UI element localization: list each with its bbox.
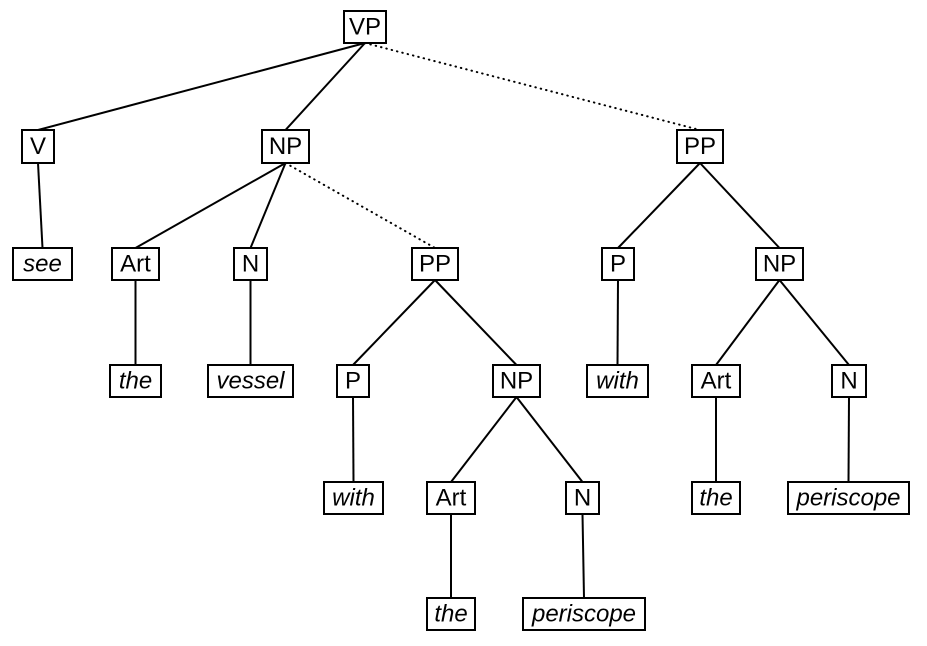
tree-edge-vp-to-v [37, 42, 366, 131]
node-label-n-right: N [840, 367, 857, 394]
node-box-the-right [691, 481, 741, 515]
tree-edge-np-to-art [715, 279, 781, 366]
tree-edge-n-to-periscope [847, 396, 850, 483]
tree-node-the-right[interactable]: the [691, 481, 741, 515]
node-label-art-right: Art [701, 367, 732, 394]
tree-edge-vp-to-pp [364, 42, 701, 131]
tree-node-art-mid[interactable]: Art [426, 481, 476, 515]
tree-node-n-mid[interactable]: N [565, 481, 600, 515]
node-box-pp-mid [411, 247, 459, 281]
tree-edge-pp-to-p [352, 279, 436, 366]
tree-node-np-right[interactable]: NP [755, 247, 804, 281]
node-box-n-right [831, 364, 867, 398]
tree-node-n1[interactable]: N [233, 247, 268, 281]
node-box-np1 [261, 129, 310, 164]
node-label-v: V [30, 133, 46, 160]
node-box-vessel [207, 364, 294, 398]
tree-node-with-mid[interactable]: with [323, 481, 384, 515]
node-box-np-right [755, 247, 804, 281]
node-box-pp-right [676, 129, 724, 164]
tree-node-np-mid[interactable]: NP [492, 364, 541, 398]
node-box-art-mid [426, 481, 476, 515]
tree-node-pp-mid[interactable]: PP [411, 247, 459, 281]
node-box-the1 [109, 364, 162, 398]
tree-node-the-mid[interactable]: the [426, 597, 476, 631]
edge-layer [37, 42, 850, 599]
node-label-p-right: P [610, 250, 626, 277]
node-label-np1: NP [269, 133, 302, 160]
node-label-the-mid: the [434, 600, 467, 627]
tree-node-p-mid[interactable]: P [336, 364, 370, 398]
node-box-art1 [111, 247, 160, 281]
tree-edge-np-to-pp [284, 162, 436, 249]
node-label-vp: VP [349, 13, 381, 40]
tree-node-with-right[interactable]: with [586, 364, 649, 398]
tree-edge-v-to-see [37, 162, 44, 249]
node-box-n-mid [565, 481, 600, 515]
tree-node-see[interactable]: see [12, 247, 73, 281]
node-label-p-mid: P [345, 367, 361, 394]
tree-edge-vp-to-np [284, 42, 366, 131]
node-box-np-mid [492, 364, 541, 398]
node-box-the-mid [426, 597, 476, 631]
node-box-p-right [601, 247, 635, 281]
node-label-art1: Art [120, 250, 151, 277]
tree-node-peri-mid[interactable]: periscope [522, 597, 646, 631]
tree-edge-p-to-with [352, 396, 355, 483]
tree-edge-np-to-n [778, 279, 850, 366]
node-box-see [12, 247, 73, 281]
node-label-n1: N [242, 250, 259, 277]
node-label-np-mid: NP [500, 367, 533, 394]
tree-node-p-right[interactable]: P [601, 247, 635, 281]
tree-edge-p-to-with [616, 279, 619, 366]
tree-node-v[interactable]: V [21, 129, 55, 164]
tree-node-vp[interactable]: VP [343, 10, 387, 44]
node-label-pp-right: PP [684, 133, 716, 160]
node-box-with-mid [323, 481, 384, 515]
tree-node-the1[interactable]: the [109, 364, 162, 398]
node-box-peri-right [787, 481, 910, 515]
node-box-vp [343, 10, 387, 44]
node-label-with-right: with [596, 367, 639, 394]
tree-node-vessel[interactable]: vessel [207, 364, 294, 398]
tree-edge-pp-to-np [699, 162, 781, 249]
node-label-peri-right: periscope [795, 484, 900, 511]
tree-edge-pp-to-p [617, 162, 701, 249]
tree-edge-np-to-n [249, 162, 287, 249]
node-label-the1: the [119, 367, 152, 394]
node-label-np-right: NP [763, 250, 796, 277]
node-label-art-mid: Art [436, 484, 467, 511]
node-box-art-right [691, 364, 741, 398]
tree-edge-pp-to-np [434, 279, 518, 366]
tree-node-art-right[interactable]: Art [691, 364, 741, 398]
tree-node-pp-right[interactable]: PP [676, 129, 724, 164]
tree-edge-np-to-art [135, 162, 286, 249]
tree-edge-n-to-periscope [581, 513, 585, 599]
tree-edge-np-to-art [450, 396, 518, 483]
node-label-vessel: vessel [216, 367, 285, 394]
node-box-peri-mid [522, 597, 646, 631]
node-label-the-right: the [699, 484, 732, 511]
tree-node-n-right[interactable]: N [831, 364, 867, 398]
node-box-n1 [233, 247, 268, 281]
node-box-v [21, 129, 55, 164]
tree-edge-np-to-n [515, 396, 584, 483]
tree-node-art1[interactable]: Art [111, 247, 160, 281]
node-box-with-right [586, 364, 649, 398]
node-label-with-mid: with [332, 484, 375, 511]
node-label-pp-mid: PP [419, 250, 451, 277]
node-box-p-mid [336, 364, 370, 398]
tree-node-np1[interactable]: NP [261, 129, 310, 164]
tree-node-peri-right[interactable]: periscope [787, 481, 910, 515]
node-label-peri-mid: periscope [531, 600, 636, 627]
node-label-see: see [23, 250, 62, 277]
node-label-n-mid: N [574, 484, 591, 511]
